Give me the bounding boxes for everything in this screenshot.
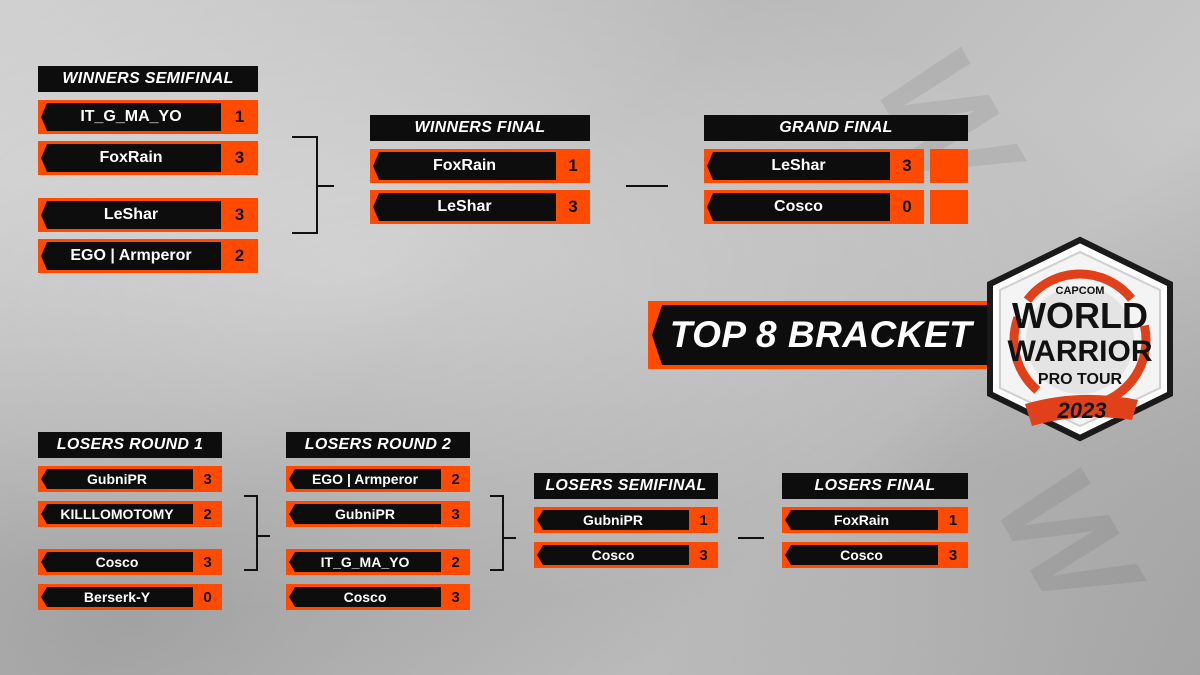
player-score: 3 [193,466,222,492]
player-name: LeShar [41,201,221,229]
gf-p1: LeShar 3 [704,149,924,183]
grand-final-header: GRAND FINAL [704,115,968,141]
losers-round-2-header: LOSERS ROUND 2 [286,432,470,458]
player-name: IT_G_MA_YO [289,552,441,572]
player-score: 2 [221,239,258,273]
lsf-p1: GubniPR 1 [534,507,718,533]
player-name: GubniPR [537,510,689,530]
lf-p2: Cosco 3 [782,542,968,568]
gf-p2: Cosco 0 [704,190,924,224]
player-name: KILLLOMOTOMY [41,504,193,524]
ws-m2-p1: LeShar 3 [38,198,258,232]
lr2-m1-p1: EGO | Armperor 2 [286,466,470,492]
player-name: LeShar [707,152,890,180]
player-score: 0 [890,190,924,224]
player-score: 3 [938,542,968,568]
bracket-connector [292,232,318,234]
bracket-connector [244,495,258,497]
svg-text:PRO TOUR: PRO TOUR [1038,371,1123,388]
svg-text:2023: 2023 [1057,398,1107,423]
player-name: EGO | Armperor [289,469,441,489]
lsf-p2: Cosco 3 [534,542,718,568]
background-texture-2: W [966,442,1171,639]
ws-m2-p2: EGO | Armperor 2 [38,239,258,273]
lr1-m2-p1: Cosco 3 [38,549,222,575]
bracket-connector [256,535,270,537]
player-score: 3 [221,198,258,232]
world-warrior-logo: CAPCOM WORLD WARRIOR PRO TOUR 2023 [987,236,1173,442]
svg-text:CAPCOM: CAPCOM [1056,285,1105,297]
wf-p2: LeShar 3 [370,190,590,224]
player-name: FoxRain [373,152,556,180]
player-score: 3 [221,141,258,175]
player-name: EGO | Armperor [41,242,221,270]
player-name: GubniPR [289,504,441,524]
bracket-connector [502,495,504,571]
player-name: Cosco [289,587,441,607]
reset-set-box [930,190,968,224]
ws-m1-p1: IT_G_MA_YO 1 [38,100,258,134]
bracket-connector [738,537,764,539]
lr2-m1-p2: GubniPR 3 [286,501,470,527]
lr1-m1-p1: GubniPR 3 [38,466,222,492]
player-name: Cosco [785,545,938,565]
player-score: 1 [221,100,258,134]
bracket-connector [292,136,318,138]
player-score: 3 [193,549,222,575]
player-score: 3 [890,149,924,183]
player-score: 3 [441,584,470,610]
winners-final-header: WINNERS FINAL [370,115,590,141]
losers-round-1-header: LOSERS ROUND 1 [38,432,222,458]
lf-p1: FoxRain 1 [782,507,968,533]
player-name: Cosco [707,193,890,221]
player-name: LeShar [373,193,556,221]
player-score: 3 [689,542,718,568]
player-score: 3 [441,501,470,527]
player-score: 2 [193,501,222,527]
winners-semifinal-header: WINNERS SEMIFINAL [38,66,258,92]
reset-set-box [930,149,968,183]
bracket-connector [502,537,516,539]
bracket-connector [244,569,258,571]
player-name: Berserk-Y [41,587,193,607]
player-name: Cosco [537,545,689,565]
player-name: IT_G_MA_YO [41,103,221,131]
player-name: FoxRain [785,510,938,530]
player-name: Cosco [41,552,193,572]
wf-p1: FoxRain 1 [370,149,590,183]
lr2-m2-p2: Cosco 3 [286,584,470,610]
bracket-connector [490,495,504,497]
bracket-connector [490,569,504,571]
lr1-m1-p2: KILLLOMOTOMY 2 [38,501,222,527]
svg-text:WARRIOR: WARRIOR [1008,335,1153,368]
lr2-m2-p1: IT_G_MA_YO 2 [286,549,470,575]
player-score: 1 [689,507,718,533]
player-name: GubniPR [41,469,193,489]
player-score: 3 [556,190,590,224]
player-score: 2 [441,549,470,575]
player-score: 1 [556,149,590,183]
losers-semifinal-header: LOSERS SEMIFINAL [534,473,718,499]
lr1-m2-p2: Berserk-Y 0 [38,584,222,610]
losers-final-header: LOSERS FINAL [782,473,968,499]
svg-text:WORLD: WORLD [1012,295,1148,336]
title-banner: TOP 8 BRACKET [648,301,994,369]
page-title: TOP 8 BRACKET [652,305,990,365]
bracket-connector [316,185,334,187]
player-score: 1 [938,507,968,533]
ws-m1-p2: FoxRain 3 [38,141,258,175]
bracket-connector [626,185,668,187]
player-score: 2 [441,466,470,492]
player-name: FoxRain [41,144,221,172]
bracket-connector [256,495,258,571]
player-score: 0 [193,584,222,610]
